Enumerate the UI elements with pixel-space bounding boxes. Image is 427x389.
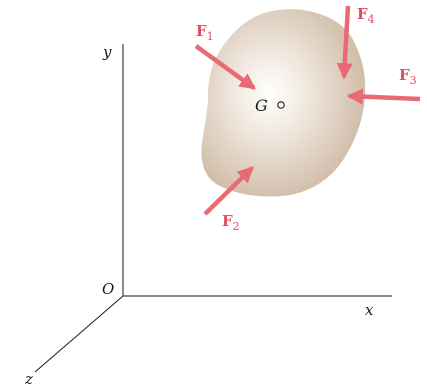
force-f2-letter: F: [222, 212, 233, 230]
force-f1-arrow: [194, 44, 256, 90]
force-f3-arrow: [346, 88, 421, 105]
center-of-mass-label: G: [255, 96, 268, 115]
force-f2-label: F2: [222, 212, 240, 233]
force-f3-label: F3: [399, 66, 417, 87]
force-f1-letter: F: [196, 22, 207, 40]
force-f4-label: F4: [357, 5, 375, 26]
center-of-mass-marker: [277, 101, 285, 109]
force-f4-letter: F: [357, 5, 368, 23]
force-f3-subscript: 3: [410, 74, 417, 87]
force-f3-letter: F: [399, 66, 410, 84]
x-axis-label: x: [365, 301, 374, 319]
force-f2-arrow: [203, 166, 254, 216]
force-f1-subscript: 1: [207, 30, 214, 43]
force-f1-label: F1: [196, 22, 214, 43]
origin-label: O: [102, 280, 114, 298]
z-axis-label: z: [24, 370, 33, 388]
y-axis-label: y: [102, 43, 112, 61]
z-axis: [34, 295, 124, 373]
force-f2-subscript: 2: [233, 220, 240, 233]
force-f4-arrow: [336, 5, 353, 80]
force-f4-subscript: 4: [368, 13, 375, 26]
